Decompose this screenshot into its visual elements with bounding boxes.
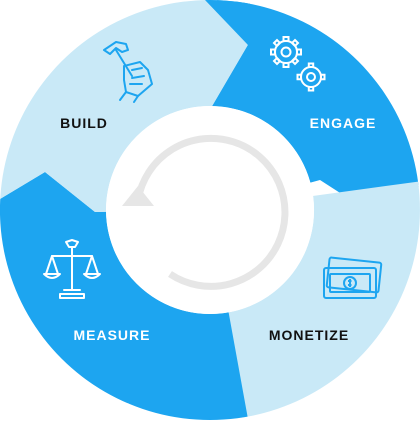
cycle-arrow-icon [122,134,289,290]
stage-label-measure: MEASURE [73,327,150,343]
segment-engage-arrow-tip [205,0,250,110]
balance-scale-icon [43,239,101,299]
stage-label-monetize: MONETIZE [269,327,349,343]
hammer-in-hand-icon [103,41,153,103]
gears-icon [270,36,326,92]
money-bills-icon [323,256,383,299]
stage-label-build: BUILD [60,115,108,131]
stage-label-engage: ENGAGE [310,115,377,131]
